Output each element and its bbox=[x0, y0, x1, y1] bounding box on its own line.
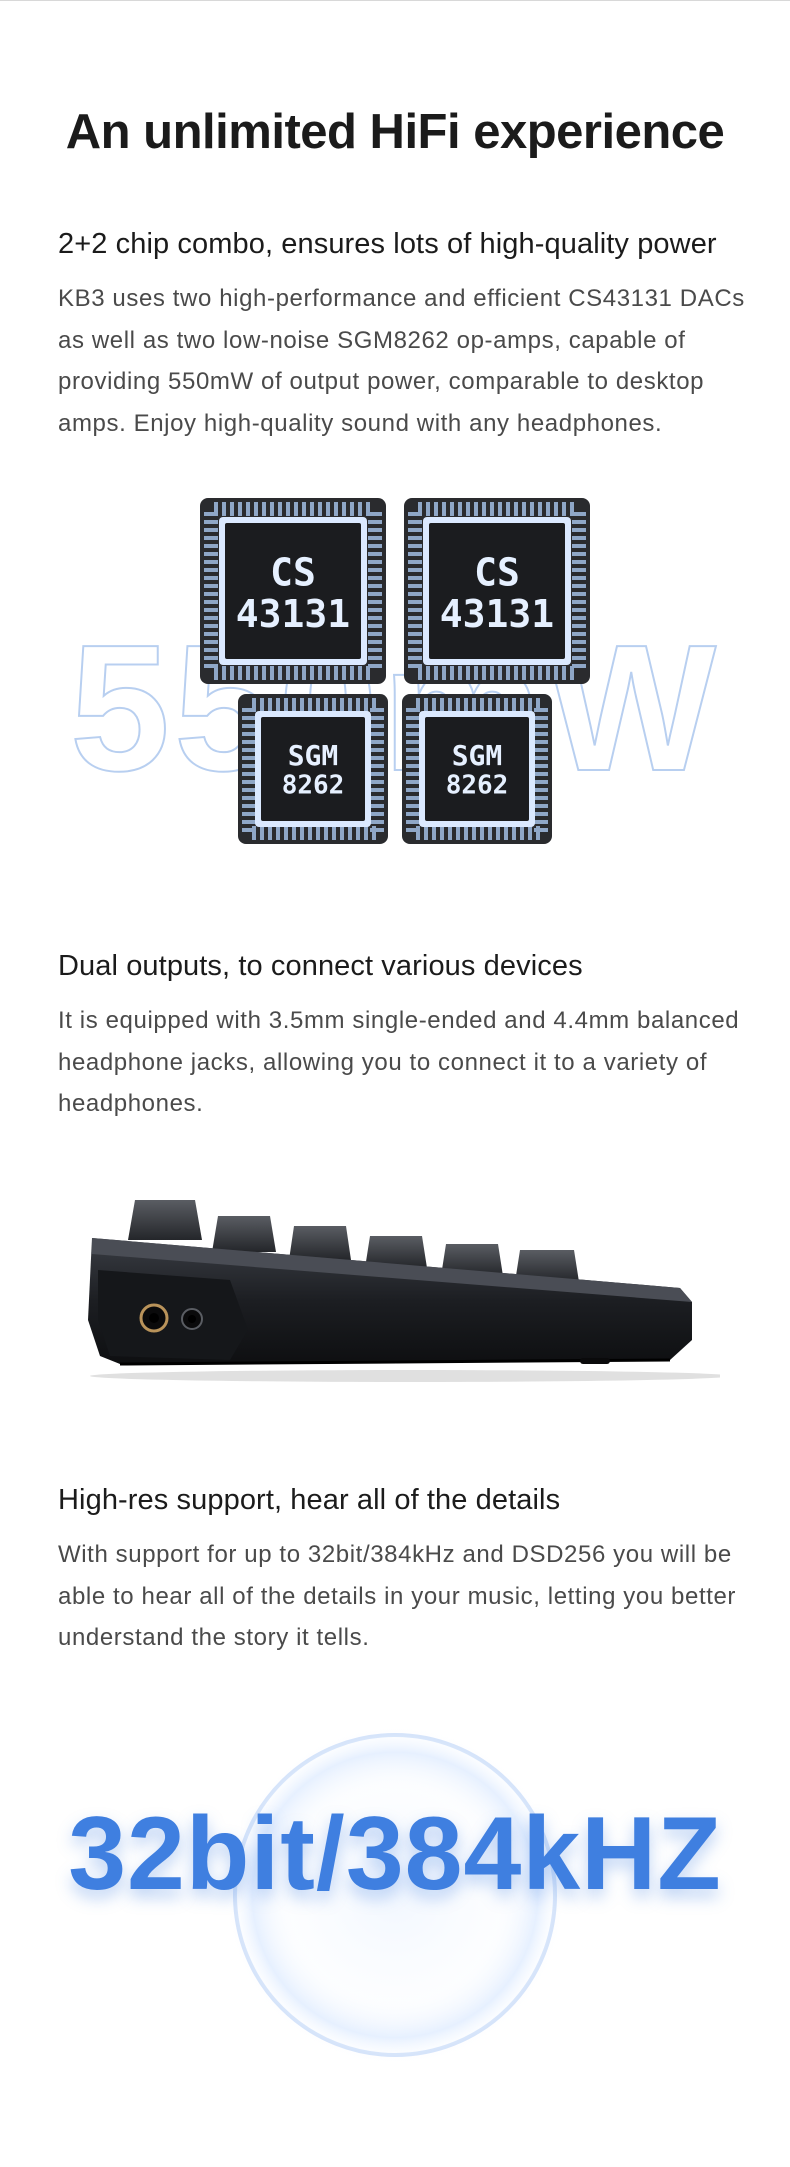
dac-chip: CS43131 bbox=[404, 498, 590, 684]
section-body-hires: With support for up to 32bit/384kHz and … bbox=[58, 1541, 737, 1651]
top-divider bbox=[0, 0, 790, 1]
hires-spec-text: 32bit/384kHZ bbox=[68, 1796, 722, 1912]
power-output-background-text: 550mW bbox=[70, 608, 720, 809]
chip-label-line2: 8262 bbox=[282, 771, 345, 801]
chip-label-line1: CS bbox=[474, 550, 520, 594]
section-heading-hires: High-res support, hear all of the detail… bbox=[58, 1484, 561, 1516]
opamp-chip: SGM8262 bbox=[238, 694, 388, 844]
keyboard-side-view-image bbox=[88, 1200, 720, 1382]
chip-label-line1: CS bbox=[270, 550, 316, 594]
section-heading-chips: 2+2 chip combo, ensures lots of high-qua… bbox=[58, 228, 717, 260]
section-body-chips: KB3 uses two high-performance and effici… bbox=[58, 285, 745, 437]
chip-label-line1: SGM bbox=[288, 739, 339, 772]
section-heading-outputs: Dual outputs, to connect various devices bbox=[58, 950, 583, 982]
section-body-outputs: It is equipped with 3.5mm single-ended a… bbox=[58, 1007, 740, 1117]
page-title: An unlimited HiFi experience bbox=[65, 105, 725, 159]
chip-label-line2: 8262 bbox=[446, 771, 509, 801]
hires-glow-ring bbox=[205, 1705, 585, 2085]
chip-label-line1: SGM bbox=[452, 739, 503, 772]
chip-label-line2: 43131 bbox=[236, 592, 350, 636]
opamp-chip: SGM8262 bbox=[402, 694, 552, 844]
chip-label-line2: 43131 bbox=[440, 592, 554, 636]
dac-chip: CS43131 bbox=[200, 498, 386, 684]
